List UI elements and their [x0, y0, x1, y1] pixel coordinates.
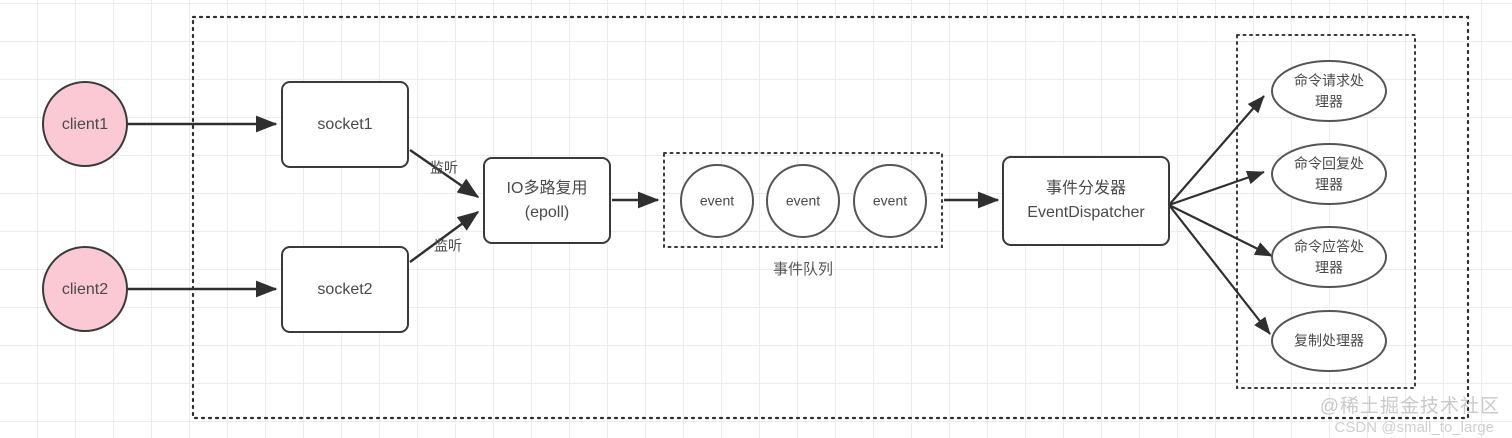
node-event-dispatcher[interactable]: 事件分发器 EventDispatcher: [1002, 156, 1170, 246]
edge-socket2-epoll: [409, 211, 480, 263]
client1-circle: [42, 81, 128, 167]
server-boundary: [191, 15, 1470, 420]
handler-2-ellipse: [1271, 143, 1387, 205]
client1-label: client1: [62, 116, 108, 133]
edge-dispatcher-handler-2: [1168, 170, 1265, 207]
io-multiplexer-box: [483, 157, 611, 244]
node-socket2[interactable]: socket2: [281, 246, 409, 333]
handler-1-label-line2: 理器: [1315, 94, 1343, 110]
handler-4-label-line1: 复制处理器: [1294, 333, 1364, 349]
node-client2[interactable]: client2: [42, 246, 128, 332]
handler-2-label-line1: 命令回复处: [1294, 156, 1364, 172]
node-event-1[interactable]: event: [680, 164, 754, 238]
handler-2-label-line2: 理器: [1315, 177, 1343, 193]
handler-1-label-line1: 命令请求处: [1294, 73, 1364, 89]
node-handler-command-reply[interactable]: 命令回复处 理器: [1271, 143, 1387, 205]
handler-3-label-line2: 理器: [1315, 260, 1343, 276]
socket2-label: socket2: [317, 281, 372, 298]
node-handler-command-request[interactable]: 命令请求处 理器: [1271, 60, 1387, 122]
edge-dispatcher-handler-4: [1168, 204, 1271, 335]
handler-3-label-line1: 命令应答处: [1294, 239, 1364, 255]
handler-3-ellipse: [1271, 226, 1387, 288]
handler-1-ellipse: [1271, 60, 1387, 122]
io-multiplexer-label-line2: (epoll): [525, 204, 569, 221]
socket1-box: [281, 81, 409, 168]
listen-label-top: 监听: [430, 160, 458, 176]
event-1-label: event: [700, 193, 734, 209]
node-socket1[interactable]: socket1: [281, 81, 409, 168]
event-2-circle: [766, 164, 840, 238]
node-event-3[interactable]: event: [853, 164, 927, 238]
event-3-circle: [853, 164, 927, 238]
handlers-boundary: [1236, 34, 1416, 389]
event-3-label: event: [873, 193, 907, 209]
node-event-2[interactable]: event: [766, 164, 840, 238]
node-client1[interactable]: client1: [42, 81, 128, 167]
event-1-circle: [680, 164, 754, 238]
event-queue-boundary: [663, 152, 943, 248]
edge-dispatcher-handler-1: [1168, 95, 1265, 206]
socket1-label: socket1: [317, 116, 372, 133]
event-dispatcher-label-line2: EventDispatcher: [1027, 204, 1145, 221]
handler-4-ellipse: [1271, 310, 1387, 372]
edge-socket1-epoll: [409, 149, 480, 198]
listen-label-bottom: 监听: [434, 238, 462, 254]
client2-circle: [42, 246, 128, 332]
edge-dispatcher-handler-3: [1168, 204, 1273, 257]
event-2-label: event: [786, 193, 820, 209]
node-handler-replication[interactable]: 复制处理器: [1271, 310, 1387, 372]
io-multiplexer-label-line1: IO多路复用: [507, 179, 588, 197]
event-dispatcher-box: [1002, 156, 1170, 246]
node-io-multiplexer[interactable]: IO多路复用 (epoll): [483, 157, 611, 244]
node-handler-command-response[interactable]: 命令应答处 理器: [1271, 226, 1387, 288]
event-dispatcher-label-line1: 事件分发器: [1046, 179, 1126, 197]
event-queue-caption: 事件队列: [773, 261, 833, 278]
client2-label: client2: [62, 281, 108, 298]
socket2-box: [281, 246, 409, 333]
